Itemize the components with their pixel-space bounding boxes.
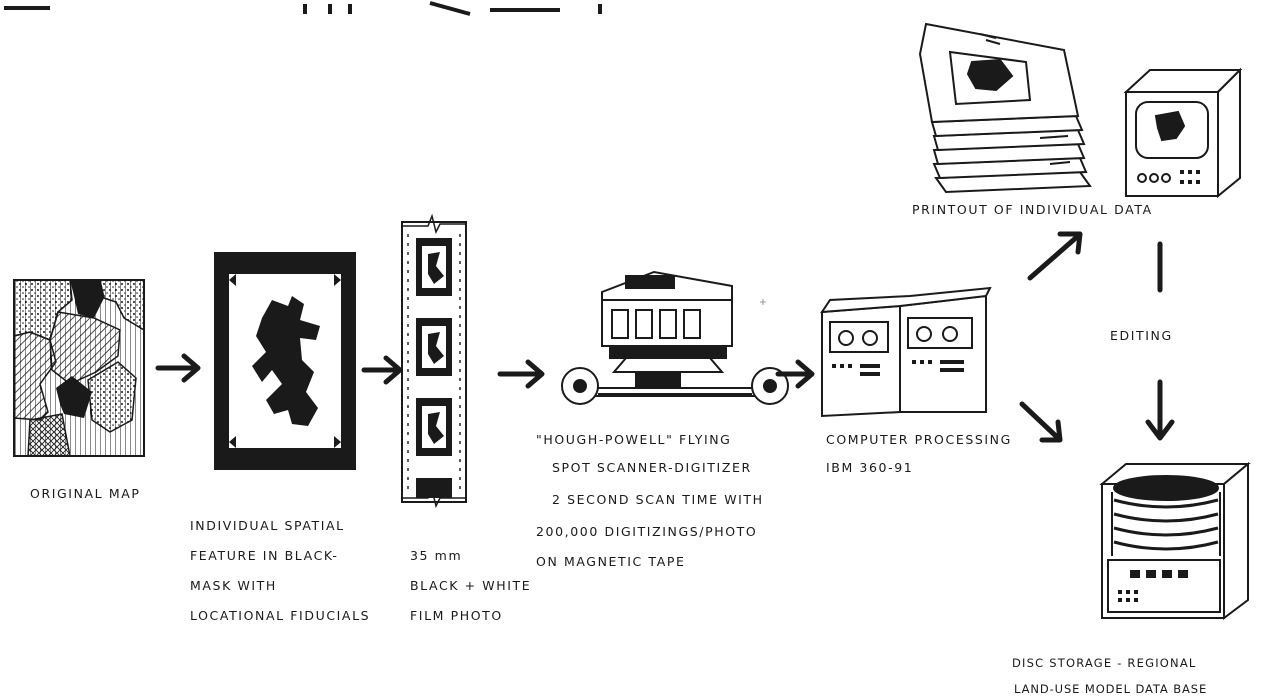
label-printout: PRINTOUT OF INDIVIDUAL DATA (912, 202, 1153, 217)
label-film-line-3: FILM PHOTO (410, 608, 503, 623)
label-scanner-line-2: SPOT SCANNER-DIGITIZER (552, 460, 752, 475)
disc-storage-illustration (1099, 461, 1251, 620)
label-film-line-1: 35 mm (410, 548, 463, 563)
monitor-illustration (1123, 67, 1243, 199)
flow-arrow-down-to-disc (1145, 379, 1175, 441)
printout-illustration (918, 22, 1092, 194)
label-original-map: ORIGINAL MAP (30, 486, 141, 501)
label-mask-line-1: INDIVIDUAL SPATIAL (190, 518, 345, 533)
label-mask-line-2: FEATURE IN BLACK- (190, 548, 339, 563)
label-disc-line-2: LAND-USE MODEL DATA BASE (1014, 682, 1208, 696)
computer-illustration (820, 286, 992, 418)
flow-arrow-1 (155, 353, 201, 383)
scanner-illustration (561, 270, 789, 405)
film-strip-illustration (401, 213, 467, 509)
label-computer-line-2: IBM 360-91 (826, 460, 914, 475)
flow-arrow-3 (497, 359, 545, 389)
label-scanner-line-1: "HOUGH-POWELL" FLYING (536, 432, 732, 447)
flow-arrow-to-printout (1027, 231, 1083, 281)
label-disc-line-1: DISC STORAGE - REGIONAL (1012, 656, 1197, 670)
title-fragment (4, 1, 602, 16)
label-scanner-line-4: 200,000 DIGITIZINGS/PHOTO (536, 524, 758, 539)
label-scanner-line-5: ON MAGNETIC TAPE (536, 554, 686, 569)
label-film-line-2: BLACK + WHITE (410, 578, 532, 593)
original-map-illustration (13, 279, 145, 457)
label-mask-line-3: MASK WITH (190, 578, 277, 593)
label-mask-line-4: LOCATIONAL FIDUCIALS (190, 608, 371, 623)
flow-arrow-to-disc (1019, 401, 1063, 443)
flow-arrow-4 (775, 359, 815, 389)
flow-arrow-2 (361, 355, 403, 385)
label-scanner-line-3: 2 SECOND SCAN TIME WITH (552, 492, 764, 507)
label-computer-line-1: COMPUTER PROCESSING (826, 432, 1012, 447)
mask-illustration (214, 252, 356, 470)
label-editing: EDITING (1110, 328, 1173, 343)
